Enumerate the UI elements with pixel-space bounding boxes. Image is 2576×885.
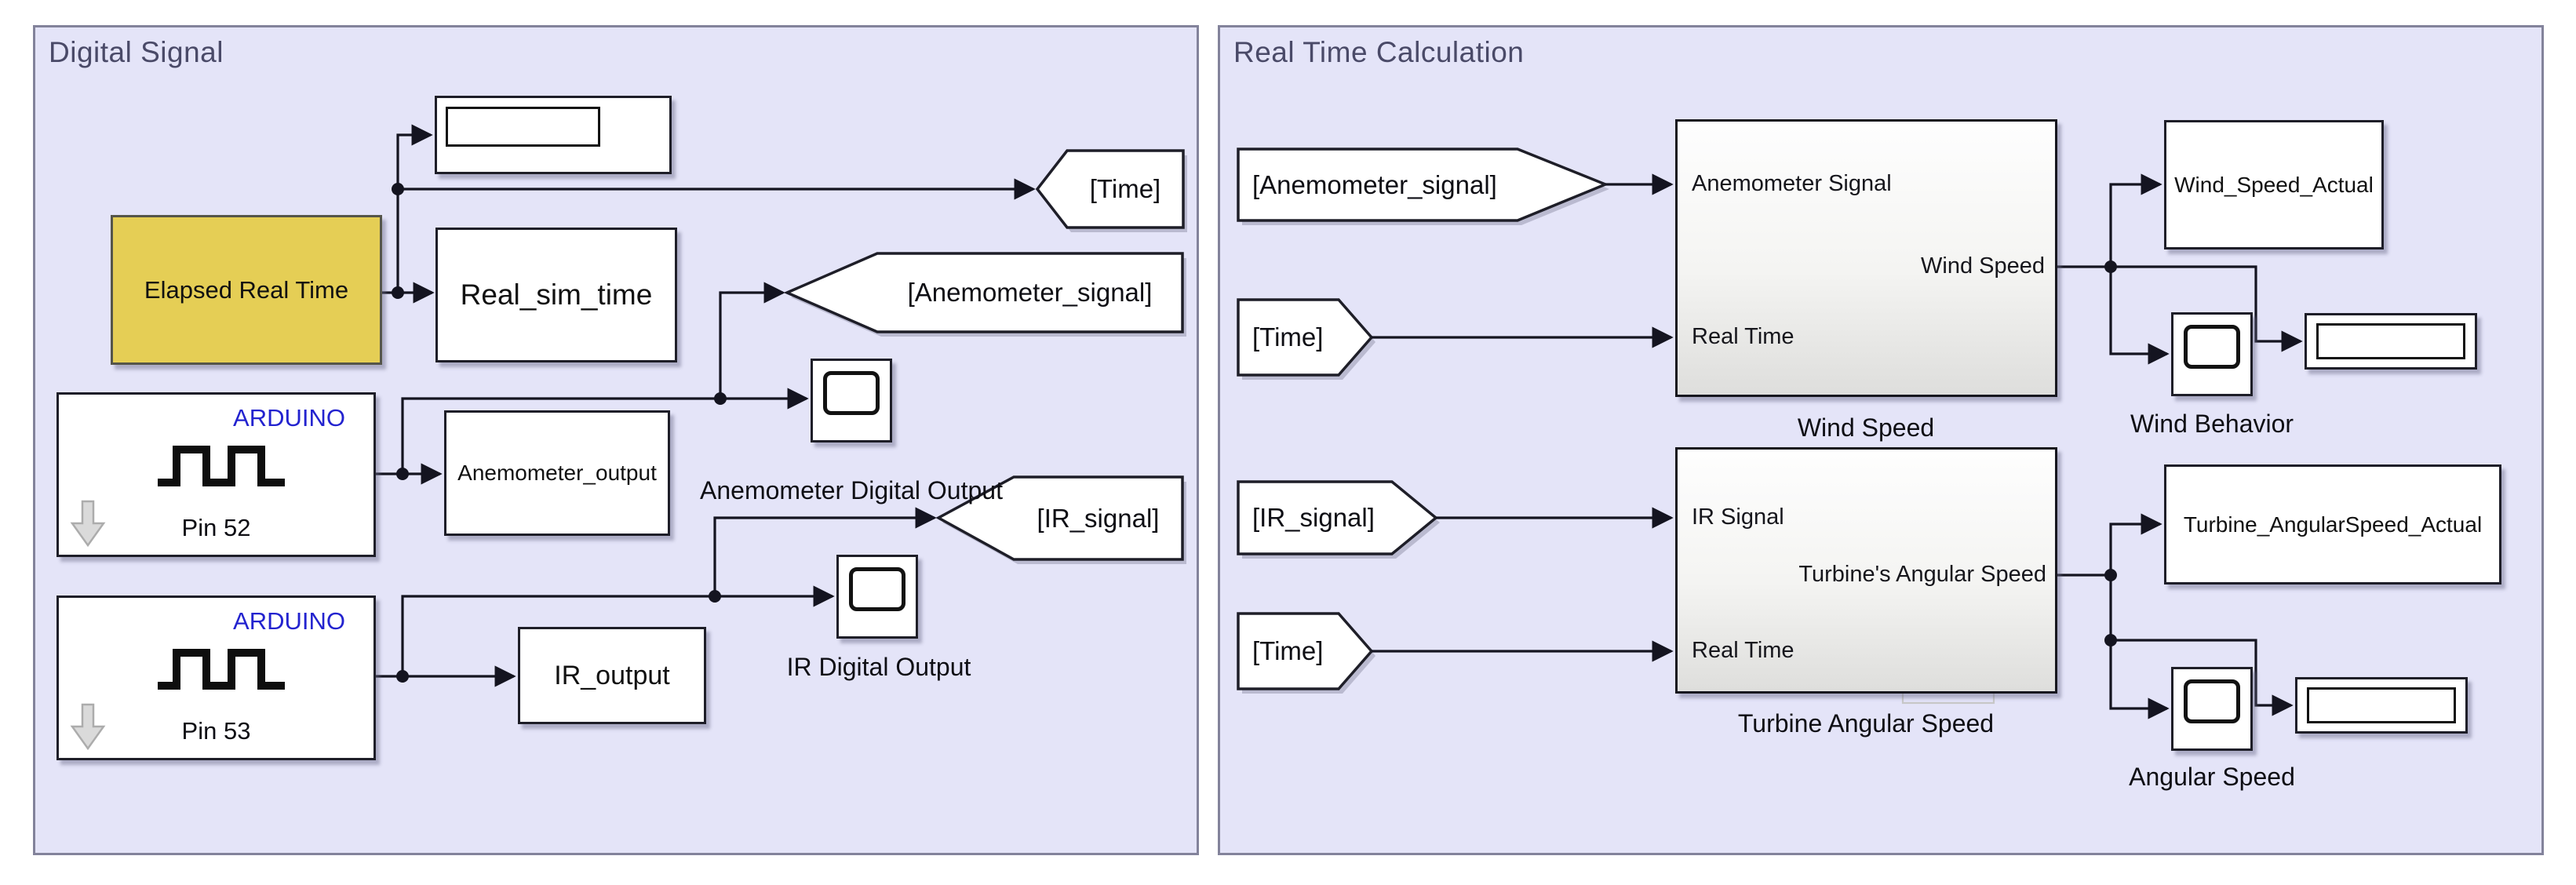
- from-tag-time-bottom[interactable]: [1237, 612, 1374, 690]
- turbine-in2-port-label: Real Time: [1692, 638, 1794, 663]
- scope-screen-icon: [823, 371, 880, 415]
- turbine-in1-port-label: IR Signal: [1692, 504, 1784, 530]
- from-tag-anemometer-signal[interactable]: [1237, 148, 1609, 222]
- signal-wires-left[interactable]: [376, 124, 1036, 687]
- goto-tag-ir-signal[interactable]: [935, 475, 1184, 561]
- ir-scope-caption: IR Digital Output: [786, 653, 971, 681]
- arduino-digital-input-pin53-block[interactable]: ARDUINO Pin 53: [56, 595, 376, 760]
- digital-signal-title: Digital Signal: [49, 36, 224, 68]
- ir-output-label: IR_output: [554, 660, 670, 690]
- angular-speed-scope-caption: Angular Speed: [2129, 763, 2295, 791]
- anemometer-scope-caption: Anemometer Digital Output: [700, 476, 1003, 504]
- download-arrow-icon: [70, 703, 106, 751]
- arduino-brand-pin52: ARDUINO: [233, 404, 345, 432]
- pin53-label: Pin 53: [181, 717, 251, 745]
- display-block-angular[interactable]: [2295, 677, 2468, 734]
- elapsed-real-time-label: Elapsed Real Time: [144, 275, 349, 304]
- square-wave-icon: [158, 446, 285, 486]
- scope-screen-icon: [2184, 679, 2240, 723]
- turbine-angular-speed-subsystem-block[interactable]: [1675, 447, 2057, 694]
- goto-tag-anemometer-signal[interactable]: [783, 252, 1184, 333]
- angular-speed-scope-block[interactable]: [2171, 667, 2253, 751]
- wind-speed-in2-port-label: Real Time: [1692, 324, 1794, 349]
- display-angular-value: [2307, 687, 2456, 723]
- wind-speed-subsystem-block[interactable]: [1675, 119, 2057, 397]
- wind-speed-actual-block[interactable]: Wind_Speed_Actual: [2164, 120, 2384, 249]
- from-ir-label: [IR_signal]: [1252, 503, 1375, 532]
- turbine-subsystem-caption: Turbine Angular Speed: [1737, 709, 1995, 738]
- scope-screen-icon: [849, 567, 905, 611]
- square-wave-icon: [158, 649, 285, 690]
- from-tag-time-top[interactable]: [1237, 298, 1374, 377]
- real-sim-time-block[interactable]: Real_sim_time: [435, 228, 677, 362]
- scope-screen-icon: [2184, 325, 2240, 369]
- goto-anemometer-label: [Anemometer_signal]: [907, 278, 1153, 307]
- display-top-value: [446, 107, 600, 147]
- goto-tag-time[interactable]: [1035, 149, 1185, 229]
- goto-time-label: [Time]: [1089, 174, 1161, 203]
- display-wind-value: [2316, 323, 2465, 359]
- from-time-top-label: [Time]: [1252, 322, 1324, 351]
- wind-speed-subsystem-caption: Wind Speed: [1797, 413, 1935, 442]
- ir-scope-block[interactable]: [836, 555, 918, 639]
- wind-speed-actual-label: Wind_Speed_Actual: [2174, 172, 2374, 197]
- elapsed-real-time-block[interactable]: Elapsed Real Time: [111, 215, 382, 365]
- wind-speed-out-port-label: Wind Speed: [1921, 253, 2045, 279]
- turbine-angularspeed-actual-label: Turbine_AngularSpeed_Actual: [2183, 512, 2483, 537]
- ir-output-block[interactable]: IR_output: [518, 627, 706, 724]
- display-block-wind[interactable]: [2305, 313, 2477, 370]
- signal-wires-right[interactable]: [1372, 173, 2303, 719]
- wind-behavior-scope-block[interactable]: [2171, 312, 2253, 396]
- from-anemometer-label: [Anemometer_signal]: [1252, 169, 1497, 199]
- from-tag-ir-signal[interactable]: [1237, 480, 1438, 555]
- goto-ir-label: [IR_signal]: [1037, 503, 1160, 533]
- from-time-bottom-label: [Time]: [1252, 636, 1324, 665]
- download-arrow-icon: [70, 500, 106, 548]
- arduino-brand-pin53: ARDUINO: [233, 607, 345, 635]
- turbine-out-port-label: Turbine's Angular Speed: [1798, 562, 2046, 587]
- anemometer-output-block[interactable]: Anemometer_output: [444, 410, 670, 536]
- turbine-angularspeed-actual-block[interactable]: Turbine_AngularSpeed_Actual: [2164, 464, 2501, 585]
- arduino-digital-input-pin52-block[interactable]: ARDUINO Pin 52: [56, 392, 376, 557]
- wind-behavior-scope-caption: Wind Behavior: [2130, 410, 2294, 438]
- real-sim-time-label: Real_sim_time: [460, 279, 653, 311]
- display-block-top[interactable]: [435, 96, 672, 174]
- pin52-label: Pin 52: [181, 514, 251, 541]
- wind-speed-in1-port-label: Anemometer Signal: [1692, 171, 1892, 196]
- anemometer-scope-block[interactable]: [811, 359, 892, 442]
- anemometer-output-label: Anemometer_output: [457, 461, 657, 485]
- real-time-calculation-title: Real Time Calculation: [1233, 36, 1525, 68]
